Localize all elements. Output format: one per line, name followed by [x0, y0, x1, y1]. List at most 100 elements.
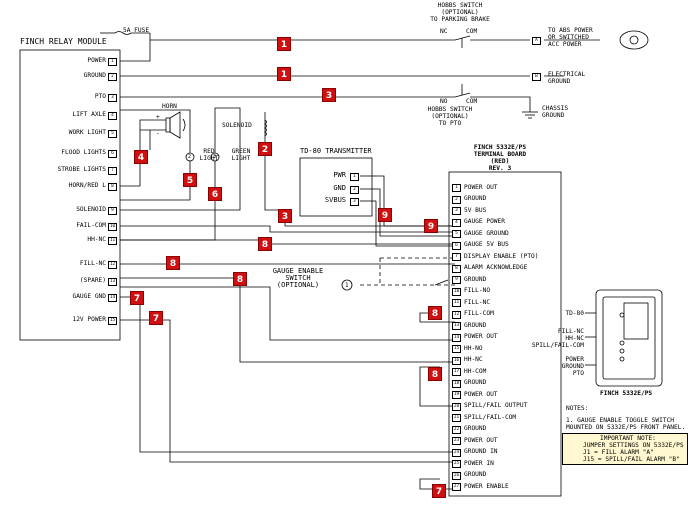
badge-5: 5	[183, 173, 197, 187]
terminal-board-number: 3	[452, 207, 461, 215]
relay-terminal-label: HH-NC	[87, 236, 106, 243]
badge-8b: 8	[166, 256, 180, 270]
terminal-board-label: GROUND	[464, 195, 487, 202]
relay-terminal-label: GAUGE GND	[72, 293, 106, 300]
transmitter-title: TD-80 TRANSMITTER	[300, 147, 372, 155]
gauge-switch-circle: 1	[345, 282, 349, 289]
device-label-td80: TD-80	[565, 310, 584, 317]
terminal-board-label: GROUND	[464, 379, 487, 386]
terminal-board-number: 5	[452, 230, 461, 238]
terminal-board-label: HH-NC	[464, 356, 483, 363]
terminal-board-label: FILL-NC	[464, 298, 491, 306]
terminal-board-number: 13	[452, 322, 461, 330]
relay-terminal-label: FLOOD LIGHTS	[61, 149, 106, 156]
terminal-board-label: POWER OUT	[464, 390, 498, 398]
badge-7c: 7	[432, 484, 446, 498]
badge-8d: 8	[428, 306, 442, 320]
transmitter-pin-number: 2	[350, 186, 359, 194]
solenoid-label: SOLENOID	[222, 122, 252, 129]
badge-6: 6	[208, 187, 222, 201]
transmitter-box	[299, 157, 373, 217]
notes-title: NOTES:	[566, 405, 589, 412]
relay-terminal-number: 4	[108, 112, 117, 120]
relay-terminal-number: 12	[108, 261, 117, 269]
eg-terminal: B	[532, 73, 541, 81]
relay-module-title: FINCH RELAY MODULE	[20, 37, 107, 46]
badge-9a: 9	[424, 219, 438, 233]
terminal-board-label: FILL-NO	[464, 287, 491, 294]
terminal-board-label: HH-COM	[464, 367, 487, 375]
terminal-board-number: 6	[452, 241, 461, 250]
relay-terminal-label: PTO	[94, 93, 106, 100]
transmitter-pin-label: GND	[333, 184, 346, 192]
transmitter-pin-number: 3	[350, 198, 359, 206]
terminal-board-label: GAUGE 5V BUS	[464, 241, 509, 248]
abs-terminal: A	[532, 37, 541, 45]
terminal-board-number: 24	[452, 448, 461, 457]
relay-terminal-number: 9	[108, 207, 117, 215]
transmitter-pin-label: SVBUS	[324, 196, 346, 204]
badge-2: 2	[258, 142, 272, 156]
badge-8e: 8	[428, 367, 442, 381]
terminal-board-number: 27	[452, 483, 461, 491]
terminal-board-number: 16	[452, 356, 461, 365]
relay-terminal-number: 14	[108, 294, 117, 302]
terminal-board-label: GROUND	[464, 425, 487, 432]
relay-terminal-number: 6	[108, 150, 117, 158]
terminal-board-label: GAUGE GROUND	[464, 229, 509, 237]
terminal-board-number: 2	[452, 195, 461, 204]
badge-8c: 8	[233, 272, 247, 286]
terminal-board-number: 21	[452, 414, 461, 422]
terminal-board-number: 9	[452, 276, 461, 284]
terminal-board-label: SPILL/FAIL-COM	[464, 413, 517, 421]
transmitter-pin-label: PWR	[333, 171, 346, 179]
terminal-board-number: 22	[452, 425, 461, 434]
relay-terminal-label: 12V POWER	[72, 316, 106, 323]
fuse-label: 5A FUSE	[123, 27, 150, 34]
badge-7b: 7	[149, 311, 163, 325]
badge-9b: 9	[378, 208, 392, 222]
terminal-board-number: 14	[452, 333, 461, 342]
terminal-board-number: 25	[452, 460, 461, 468]
hobbs-top-label: HOBBS SWITCH(OPTIONAL)TO PARKING BRAKE	[430, 2, 490, 23]
relay-terminal-label: (SPARE)	[79, 277, 106, 284]
transmitter-pin-number: 1	[350, 173, 359, 181]
terminal-board-number: 18	[452, 379, 461, 388]
terminal-board-number: 17	[452, 368, 461, 376]
terminal-board-number: 4	[452, 218, 461, 227]
terminal-board-label: POWER OUT	[464, 333, 498, 340]
terminal-board-box	[448, 171, 562, 497]
horn-label: HORN	[162, 103, 177, 110]
terminal-board-label: 5V BUS	[464, 206, 487, 214]
relay-terminal-label: STROBE LIGHTS	[57, 166, 106, 173]
terminal-board-label: SPILL/FAIL OUTPUT	[464, 402, 528, 409]
relay-terminal-label: WORK LIGHT	[68, 129, 106, 136]
terminal-board-label: POWER OUT	[464, 183, 498, 191]
terminal-board-number: 12	[452, 310, 461, 319]
important-note-box	[562, 433, 688, 465]
terminal-board-label: GROUND	[464, 321, 487, 329]
hobbs-bottom-com: COM	[466, 98, 478, 105]
hobbs-top-nc: NC	[440, 28, 448, 35]
relay-terminal-label: FAIL-COM	[76, 222, 106, 229]
relay-terminal-number: 3	[108, 94, 117, 102]
relay-terminal-label: FILL-NC	[79, 260, 106, 267]
terminal-board-label: DISPLAY ENABLE (PTO)	[464, 252, 539, 260]
relay-terminal-number: 7	[108, 167, 117, 175]
badge-4: 4	[134, 150, 148, 164]
hobbs-top-com: COM	[466, 28, 478, 35]
terminal-board-label: GROUND IN	[464, 448, 498, 455]
relay-terminal-number: 5	[108, 130, 117, 138]
relay-terminal-number: 1	[108, 58, 117, 66]
badge-3a: 3	[322, 88, 336, 102]
device-caption: FINCH 5332E/PS	[600, 390, 653, 397]
relay-terminal-label: GROUND	[83, 72, 106, 79]
relay-terminal-label: POWER	[87, 57, 106, 64]
terminal-board-number: 15	[452, 345, 461, 353]
